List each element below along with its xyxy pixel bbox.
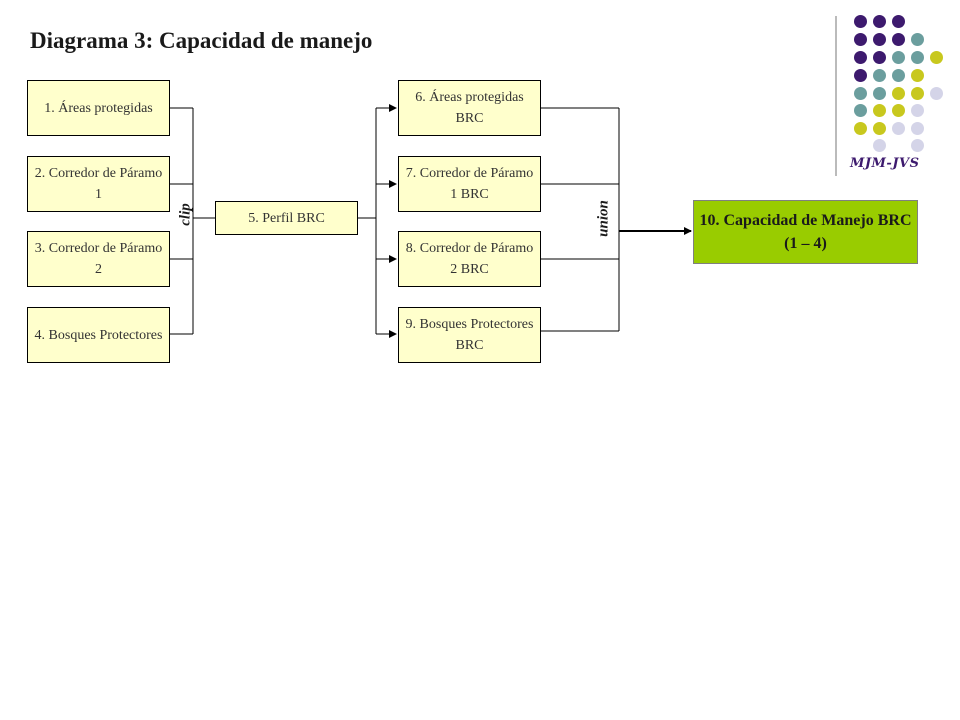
clip-bracket: [170, 107, 215, 335]
output-box-label: 9. Bosques Protectores BRC: [405, 317, 534, 353]
output-box-areas-protegidas-brc: 6. Áreas protegidas BRC: [398, 80, 541, 136]
logo-dot: [911, 33, 924, 46]
logo-dot: [873, 69, 886, 82]
logo-dot: [873, 104, 886, 117]
logo-dot: [892, 51, 905, 64]
input-box-bosques-protectores: 4. Bosques Protectores: [27, 307, 170, 363]
logo-dot: [911, 87, 924, 100]
page-title: Diagrama 3: Capacidad de manejo: [30, 28, 373, 53]
logo-dot: [873, 15, 886, 28]
logo-dot: [854, 104, 867, 117]
logo-dot: [892, 87, 905, 100]
logo-dot: [892, 104, 905, 117]
logo-dot: [911, 104, 924, 117]
input-box-label: 3. Corredor de Páramo 2: [34, 241, 163, 277]
logo-dot: [873, 33, 886, 46]
logo-dot: [854, 51, 867, 64]
result-label: 10. Capacidad de Manejo BRC (1 – 4): [699, 212, 912, 252]
logo-dot: [911, 122, 924, 135]
logo-dot: [854, 15, 867, 28]
output-box-corredor-paramo-2-brc: 8. Corredor de Páramo 2 BRC: [398, 231, 541, 287]
logo-dot: [892, 15, 905, 28]
input-box-label: 2. Corredor de Páramo 1: [34, 166, 163, 202]
logo-dot: [892, 33, 905, 46]
input-box-corredor-paramo-1: 2. Corredor de Páramo 1: [27, 156, 170, 212]
logo-dot: [873, 122, 886, 135]
result-box: 10. Capacidad de Manejo BRC (1 – 4): [693, 200, 918, 264]
logo-dot: [911, 139, 924, 152]
input-box-corredor-paramo-2: 3. Corredor de Páramo 2: [27, 231, 170, 287]
logo-dot: [892, 122, 905, 135]
logo-dot: [854, 122, 867, 135]
union-label: union: [595, 200, 612, 237]
output-box-corredor-paramo-1-brc: 7. Corredor de Páramo 1 BRC: [398, 156, 541, 212]
output-box-label: 6. Áreas protegidas BRC: [415, 90, 524, 126]
output-box-label: 8. Corredor de Páramo 2 BRC: [405, 241, 534, 277]
logo-dot: [854, 33, 867, 46]
logo-dot: [873, 51, 886, 64]
output-box-bosques-protectores-brc: 9. Bosques Protectores BRC: [398, 307, 541, 363]
author-signature: MJM-JVS: [850, 156, 920, 171]
fanout-arrows: [358, 104, 397, 338]
logo-dot: [892, 69, 905, 82]
logo-dot: [911, 69, 924, 82]
logo-dot: [911, 51, 924, 64]
input-box-label: 1. Áreas protegidas: [44, 100, 153, 116]
logo-dot: [854, 87, 867, 100]
input-box-areas-protegidas: 1. Áreas protegidas: [27, 80, 170, 136]
clip-label: clip: [177, 203, 194, 226]
profile-box: 5. Perfil BRC: [215, 201, 358, 235]
logo-dot: [930, 87, 943, 100]
logo-dot: [873, 87, 886, 100]
union-bracket: [541, 107, 620, 332]
output-box-label: 7. Corredor de Páramo 1 BRC: [405, 166, 534, 202]
logo-dot: [873, 139, 886, 152]
logo-dot: [930, 51, 943, 64]
input-box-label: 4. Bosques Protectores: [34, 327, 163, 343]
logo-dot: [854, 69, 867, 82]
profile-label: 5. Perfil BRC: [248, 210, 325, 226]
